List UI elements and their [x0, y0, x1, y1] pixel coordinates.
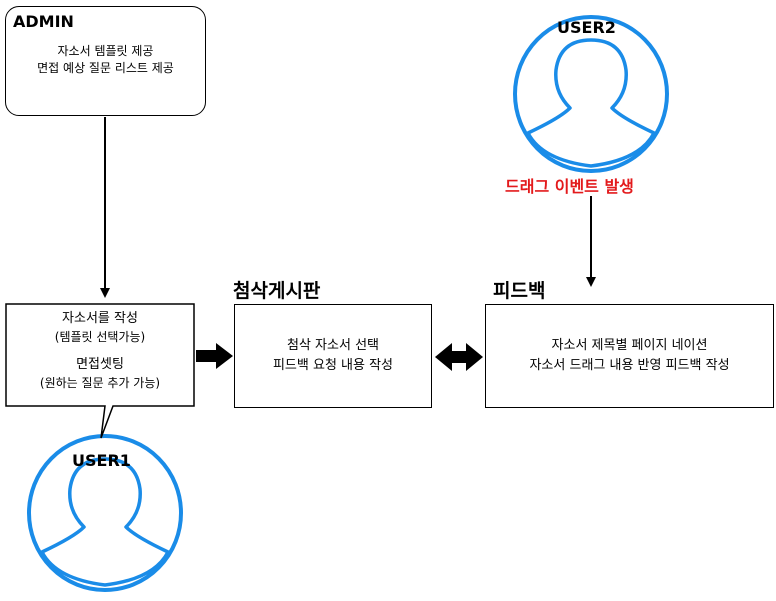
board-box: 첨삭 자소서 선택 피드백 요청 내용 작성 — [234, 304, 432, 408]
user1-note-line-1: 자소서를 작성 — [62, 311, 138, 326]
board-heading: 첨삭게시판 — [233, 280, 321, 302]
user2-avatar-icon — [513, 15, 669, 173]
user2-event-text: 드래그 이벤트 발생 — [505, 177, 634, 196]
admin-title: ADMIN — [13, 12, 74, 31]
admin-line-1: 자소서 템플릿 제공 — [57, 44, 154, 58]
user1-note-outline — [5, 303, 195, 439]
admin-box: ADMIN 자소서 템플릿 제공 면접 예상 질문 리스트 제공 — [5, 6, 206, 116]
board-line-2: 피드백 요청 내용 작성 — [272, 358, 394, 373]
note-to-board-arrow — [196, 343, 233, 369]
user1-note-text: 자소서를 작성 (템플릿 선택가능) 면접셋팅 (원하는 질문 추가 가능) — [5, 309, 195, 392]
feedback-heading: 피드백 — [493, 280, 546, 302]
user1-note: 자소서를 작성 (템플릿 선택가능) 면접셋팅 (원하는 질문 추가 가능) — [5, 303, 195, 439]
feedback-box: 자소서 제목별 페이지 네이션 자소서 드래그 내용 반영 피드백 작성 — [485, 304, 774, 408]
user1-note-line-3: 면접셋팅 — [76, 357, 124, 372]
user1-note-line-4: (원하는 질문 추가 가능) — [39, 376, 161, 390]
user1-avatar-icon — [27, 434, 183, 592]
user1-note-line-2: (템플릿 선택가능) — [54, 330, 146, 344]
admin-description: 자소서 템플릿 제공 면접 예상 질문 리스트 제공 — [6, 43, 205, 77]
board-feedback-double-arrow — [435, 343, 483, 371]
board-line-1: 첨삭 자소서 선택 — [287, 338, 379, 353]
user2-label: USER2 — [557, 18, 616, 37]
feedback-line-2: 자소서 드래그 내용 반영 피드백 작성 — [529, 358, 730, 373]
admin-line-2: 면접 예상 질문 리스트 제공 — [37, 61, 174, 75]
feedback-line-1: 자소서 제목별 페이지 네이션 — [551, 338, 708, 353]
user1-label: USER1 — [72, 451, 131, 470]
